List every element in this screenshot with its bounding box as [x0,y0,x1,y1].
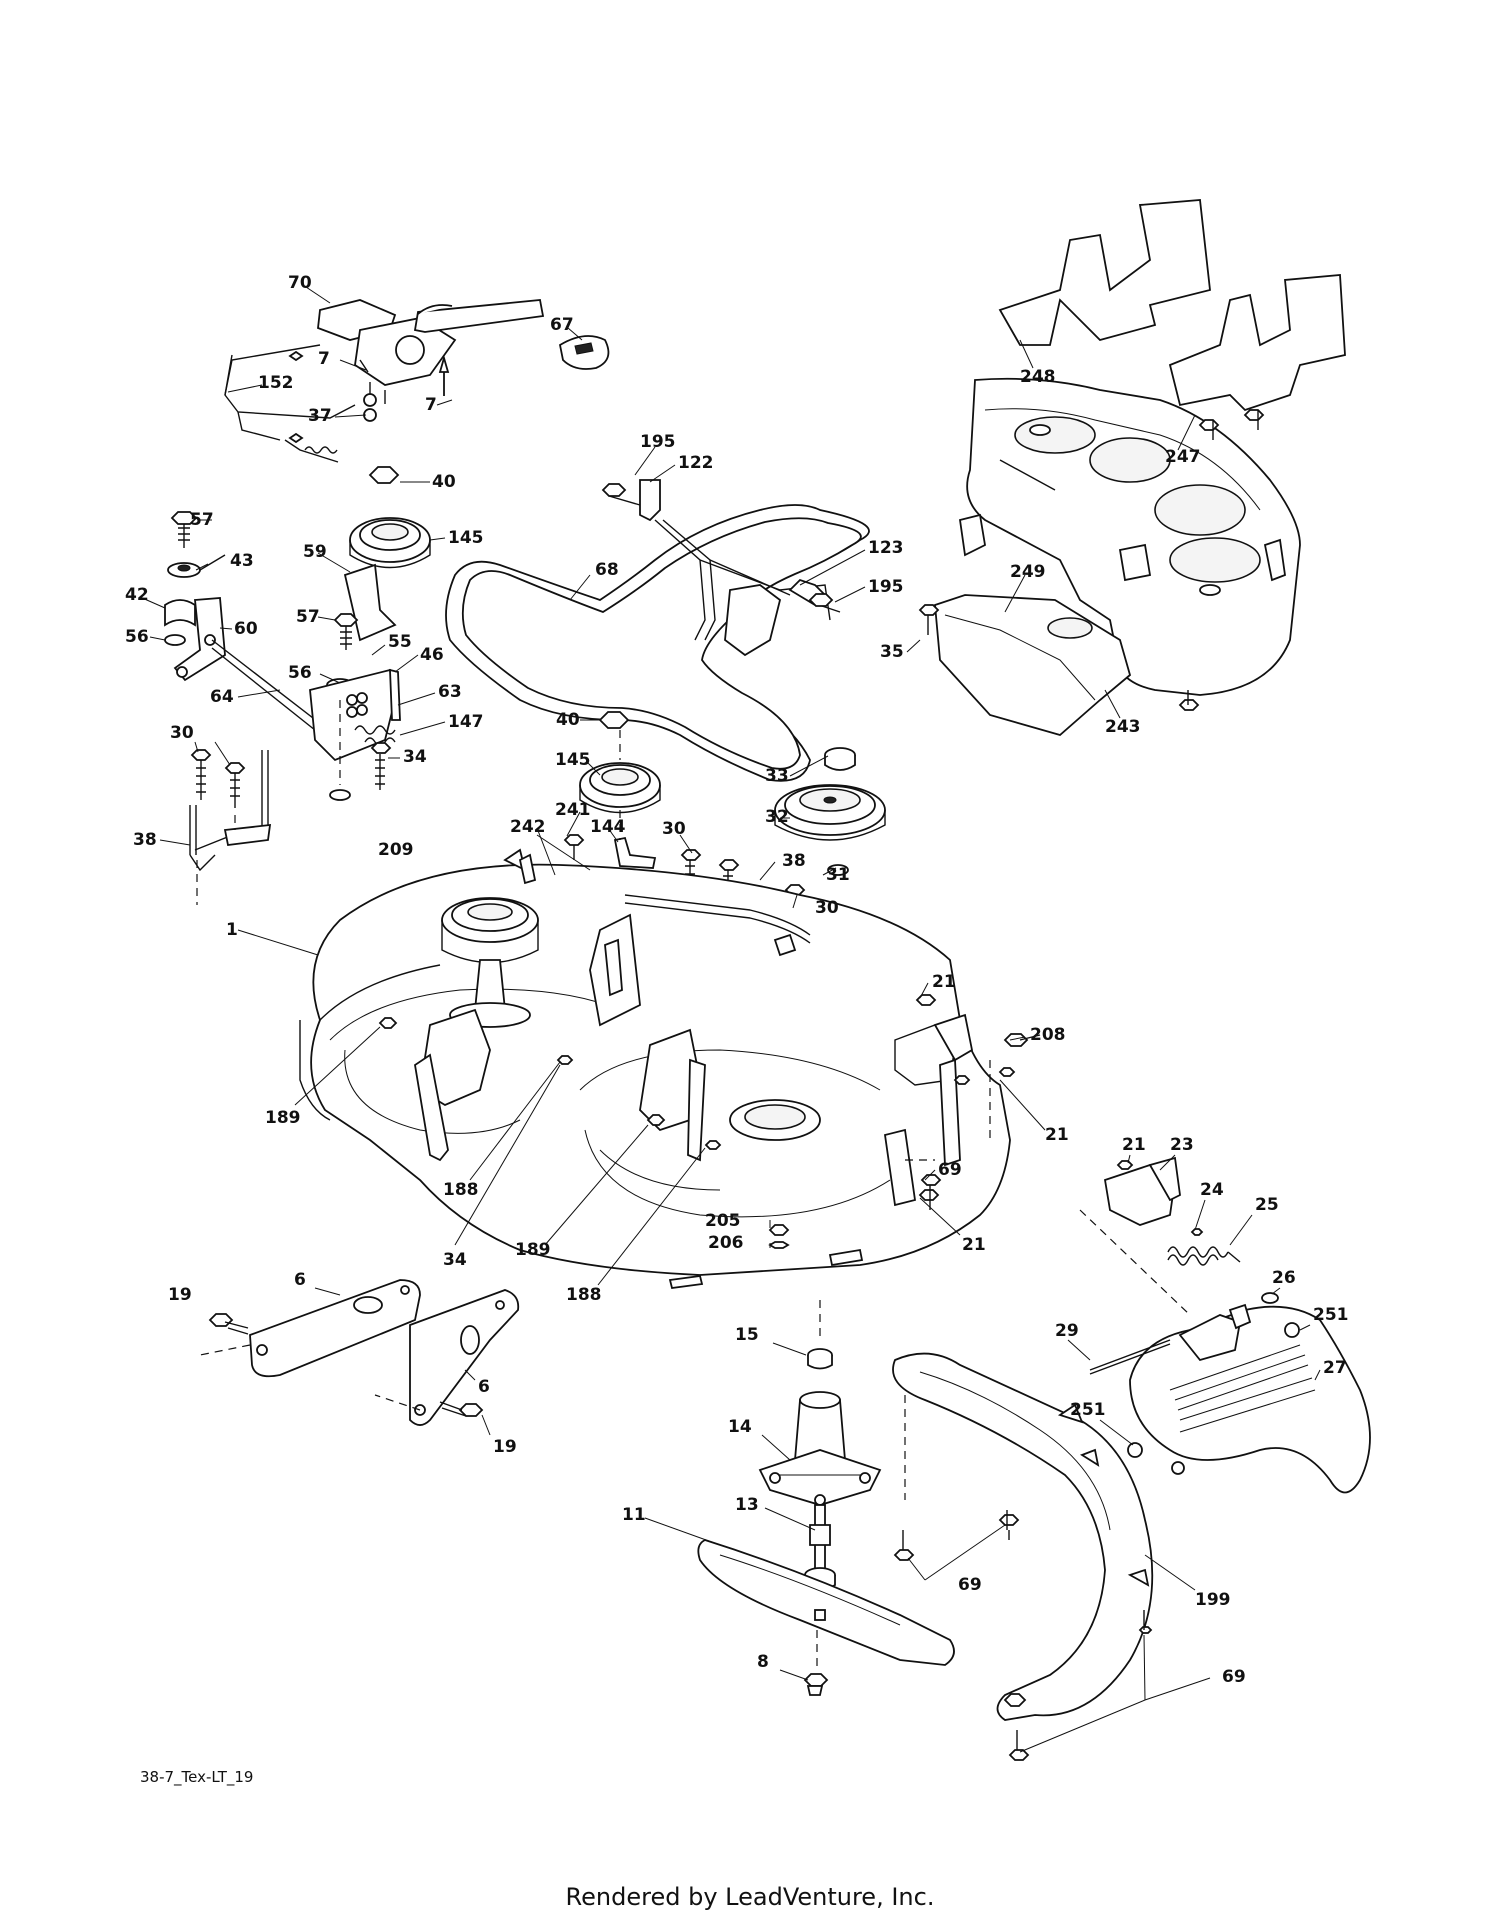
callout-23: 23 [1170,1135,1194,1155]
callout-37: 37 [308,406,332,426]
callout-123: 123 [868,538,904,558]
discharge-bracket-spring [1079,1156,1279,1316]
callout-145: 145 [448,528,484,548]
callout-6: 6 [294,1270,306,1290]
callout-21: 21 [932,972,956,992]
callout-21: 21 [1045,1125,1069,1145]
callout-64: 64 [210,687,234,707]
callout-11: 11 [622,1505,646,1525]
callout-69: 69 [958,1575,982,1595]
callout-208: 208 [1030,1025,1066,1045]
deck-hanger-brackets [199,1279,520,1426]
callout-1: 1 [226,920,238,940]
callout-247: 247 [1165,447,1201,467]
belt-guide-bracket [601,479,841,657]
callout-13: 13 [735,1495,759,1515]
callout-69: 69 [938,1160,962,1180]
callout-206: 206 [708,1233,744,1253]
callout-243: 243 [1105,717,1141,737]
callout-199: 199 [1195,1590,1231,1610]
callout-241: 241 [555,800,591,820]
callout-19: 19 [493,1437,517,1457]
diagram-reference-code: 38-7_Tex-LT_19 [140,1768,253,1787]
callout-188: 188 [566,1285,602,1305]
engagement-lever-assembly [224,299,610,463]
callout-55: 55 [388,632,412,652]
callout-21: 21 [1122,1135,1146,1155]
callout-205: 205 [705,1211,741,1231]
callout-43: 43 [230,551,254,571]
callout-7: 7 [318,349,330,369]
callout-145: 145 [555,750,591,770]
callout-209: 209 [378,840,414,860]
callout-188: 188 [443,1180,479,1200]
callout-32: 32 [765,807,789,827]
callout-195: 195 [640,432,676,452]
deck-belt-cover [918,199,1346,736]
callout-25: 25 [1255,1195,1279,1215]
callout-30: 30 [815,898,839,918]
callout-144: 144 [590,817,626,837]
callout-15: 15 [735,1325,759,1345]
spindle-blade-assembly [697,1300,1153,1761]
callout-251: 251 [1070,1400,1106,1420]
callout-63: 63 [438,682,462,702]
callout-195: 195 [868,577,904,597]
callout-29: 29 [1055,1321,1079,1341]
callout-6: 6 [478,1377,490,1397]
callout-69: 69 [1222,1667,1246,1687]
callout-60: 60 [234,619,258,639]
callout-27: 27 [1323,1358,1347,1378]
callout-242: 242 [510,817,546,837]
center-pulleys [548,711,886,925]
callout-189: 189 [265,1108,301,1128]
callout-56: 56 [288,663,312,683]
left-lift-rods [189,749,272,905]
callout-8: 8 [757,1652,769,1672]
callout-189: 189 [515,1240,551,1260]
callout-14: 14 [728,1417,752,1437]
curved-deflector [892,1352,1154,1721]
idler-arm-assembly [164,466,431,801]
footer-attribution: Rendered by LeadVenture, Inc. [566,1883,935,1911]
callout-38: 38 [133,830,157,850]
callout-67: 67 [550,315,574,335]
callout-38: 38 [782,851,806,871]
callout-30: 30 [170,723,194,743]
callout-249: 249 [1010,562,1046,582]
callout-31: 31 [826,865,850,885]
callout-19: 19 [168,1285,192,1305]
callout-40: 40 [556,710,580,730]
callout-21: 21 [962,1235,986,1255]
mower-deck-shell [299,848,1041,1289]
callout-152: 152 [258,373,294,393]
callout-24: 24 [1200,1180,1224,1200]
callout-251: 251 [1313,1305,1349,1325]
callout-26: 26 [1272,1268,1296,1288]
callout-59: 59 [303,542,327,562]
callout-34: 34 [403,747,427,767]
callout-30: 30 [662,819,686,839]
callout-labels: 70 67 7 7 152 37 40 57 43 145 59 42 60 5… [125,273,1349,1687]
callout-34: 34 [443,1250,467,1270]
callout-35: 35 [880,642,904,662]
callout-33: 33 [765,766,789,786]
callout-56: 56 [125,627,149,647]
callout-147: 147 [448,712,484,732]
discharge-chute [1089,1303,1371,1494]
callout-57: 57 [190,510,214,530]
callout-7: 7 [425,395,437,415]
callout-46: 46 [420,645,444,665]
callout-70: 70 [288,273,312,293]
callout-40: 40 [432,472,456,492]
callout-42: 42 [125,585,149,605]
callout-57: 57 [296,607,320,627]
callout-122: 122 [678,453,714,473]
callout-248: 248 [1020,367,1056,387]
callout-68: 68 [595,560,619,580]
callout-leader-lines [139,284,1321,1753]
drive-belt [445,504,870,782]
